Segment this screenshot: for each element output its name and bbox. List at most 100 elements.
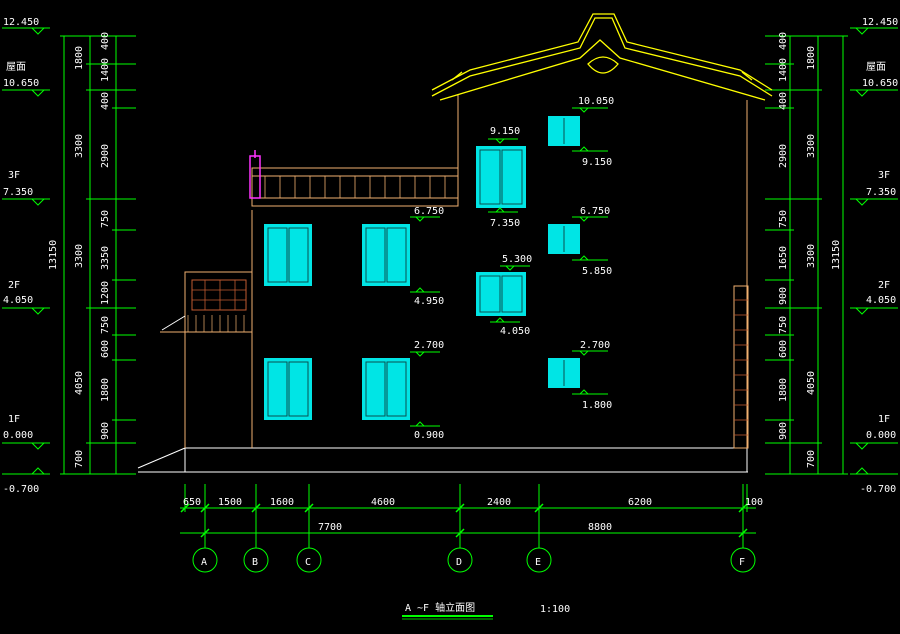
- dim-left-inner-600: 600: [100, 340, 111, 358]
- dim-bottom-2400: 2400: [487, 497, 511, 508]
- axis-b-label: B: [252, 557, 258, 568]
- dim-left-outer-1800: 1800: [74, 46, 85, 70]
- drawing-scale: 1:100: [540, 604, 570, 615]
- dim-right-inner-400a: 400: [778, 32, 789, 50]
- floor-1f-right: 1F: [878, 414, 890, 425]
- windows: [264, 116, 580, 420]
- level-10-650-right: 10.650: [862, 78, 898, 89]
- tag-2-700-left: 2.700: [414, 340, 444, 351]
- axis-a-label: A: [201, 557, 207, 568]
- dim-left-inner-400a: 400: [100, 32, 111, 50]
- window-2f-right: [476, 272, 526, 316]
- dim-bottom-6200: 6200: [628, 497, 652, 508]
- tag-5-850: 5.850: [582, 266, 612, 277]
- right-level-marks: 12.450 屋面 10.650 3F 7.350 2F 4.050 1F 0.…: [850, 17, 898, 495]
- dim-right-inner-400b: 400: [778, 92, 789, 110]
- tag-6-750-right: 6.750: [580, 206, 610, 217]
- right-dimension-chains: 400 1400 400 2900 750 1650 900 750 600 1…: [765, 32, 848, 475]
- axis-b: B: [243, 547, 269, 573]
- drawing-title-block: A ~F 轴立面图 1:100: [402, 601, 570, 620]
- tag-9-150-right: 9.150: [582, 157, 612, 168]
- dim-bottom-650: 650: [183, 497, 201, 508]
- axis-d-label: D: [456, 557, 462, 568]
- window-elevation-tags: 6.750 4.950 2.700 0.900 9.150 7.350 5.30…: [410, 96, 614, 441]
- dim-right-inner-1650: 1650: [778, 246, 789, 270]
- window-small-1f: [548, 358, 580, 388]
- level-0-000-right: 0.000: [866, 430, 896, 441]
- left-dimension-chains: 1800 3300 3300 4050 700 13150 400 1400 4…: [48, 32, 136, 475]
- dim-right-outer-3300b: 3300: [806, 244, 817, 268]
- dim-right-inner-750a: 750: [778, 210, 789, 228]
- axis-a: A: [192, 547, 218, 573]
- dim-left-inner-750a: 750: [100, 210, 111, 228]
- axis-e: E: [526, 547, 552, 573]
- tag-0-900: 0.900: [414, 430, 444, 441]
- level-4-050: 4.050: [3, 295, 33, 306]
- axis-c: C: [296, 547, 322, 573]
- tag-1-800: 1.800: [582, 400, 612, 411]
- dim-left-inner-1800: 1800: [100, 378, 111, 402]
- dim-left-outer-3300b: 3300: [74, 244, 85, 268]
- dim-left-outer-3300a: 3300: [74, 134, 85, 158]
- window-1f-mid: [362, 358, 410, 420]
- level-neg-0-700-right: -0.700: [860, 484, 896, 495]
- dim-left-outer-4050: 4050: [74, 371, 85, 395]
- axis-c-label: C: [305, 557, 311, 568]
- window-2f-mid: [362, 224, 410, 286]
- level-0-000: 0.000: [3, 430, 33, 441]
- axis-bubbles: A B C D E F: [192, 547, 756, 573]
- axis-e-label: E: [535, 557, 541, 568]
- dim-right-inner-1400: 1400: [778, 58, 789, 82]
- level-12-450-right: 12.450: [862, 17, 898, 28]
- tag-4-050-win: 4.050: [500, 326, 530, 337]
- level-4-050-right: 4.050: [866, 295, 896, 306]
- dim-right-inner-1800: 1800: [778, 378, 789, 402]
- floor-2f-left: 2F: [8, 280, 20, 291]
- brick-column: [733, 285, 749, 449]
- dim-right-outer-3300a: 3300: [806, 134, 817, 158]
- dim-bottom-100: 100: [745, 497, 763, 508]
- window-2f-left: [264, 224, 312, 286]
- dim-right-inner-900a: 900: [778, 287, 789, 305]
- level-neg-0-700: -0.700: [3, 484, 39, 495]
- dim-right-inner-900b: 900: [778, 422, 789, 440]
- dim-bottom-8800: 8800: [588, 522, 612, 533]
- dim-left-inner-2900: 2900: [100, 144, 111, 168]
- floor-2f-right: 2F: [878, 280, 890, 291]
- dim-right-total-13150: 13150: [831, 240, 842, 270]
- dim-left-inner-400b: 400: [100, 92, 111, 110]
- tag-5-300: 5.300: [502, 254, 532, 265]
- left-level-marks: 12.450 屋面 10.650 3F 7.350 2F 4.050 1F 0.…: [2, 17, 50, 495]
- dim-left-inner-1400: 1400: [100, 58, 111, 82]
- roof-label-left: 屋面: [6, 61, 26, 73]
- axis-d: D: [447, 547, 473, 573]
- dim-left-outer-700: 700: [74, 450, 85, 468]
- balcony-railing: [249, 150, 459, 207]
- window-3f-right: [476, 146, 526, 208]
- roof: [431, 13, 773, 101]
- drawing-title: A ~F 轴立面图: [405, 601, 475, 614]
- dim-left-inner-3350: 3350: [100, 246, 111, 270]
- tag-10-050: 10.050: [578, 96, 614, 107]
- dim-bottom-1500: 1500: [218, 497, 242, 508]
- tag-9-150-left: 9.150: [490, 126, 520, 137]
- dim-right-inner-2900: 2900: [778, 144, 789, 168]
- tag-2-700-right: 2.700: [580, 340, 610, 351]
- dim-right-inner-750b: 750: [778, 316, 789, 334]
- tag-4-950: 4.950: [414, 296, 444, 307]
- side-balcony: [160, 271, 253, 333]
- window-small-roof: [548, 116, 580, 146]
- dim-bottom-4600: 4600: [371, 497, 395, 508]
- level-10-650: 10.650: [3, 78, 39, 89]
- roof-label-right: 屋面: [866, 61, 886, 73]
- dim-left-inner-750b: 750: [100, 316, 111, 334]
- tag-6-750-left: 6.750: [414, 206, 444, 217]
- dim-right-outer-1800: 1800: [806, 46, 817, 70]
- dim-right-inner-600: 600: [778, 340, 789, 358]
- axis-f: F: [730, 547, 756, 573]
- window-small-2f: [548, 224, 580, 254]
- tag-7-350: 7.350: [490, 218, 520, 229]
- axis-f-label: F: [739, 557, 745, 568]
